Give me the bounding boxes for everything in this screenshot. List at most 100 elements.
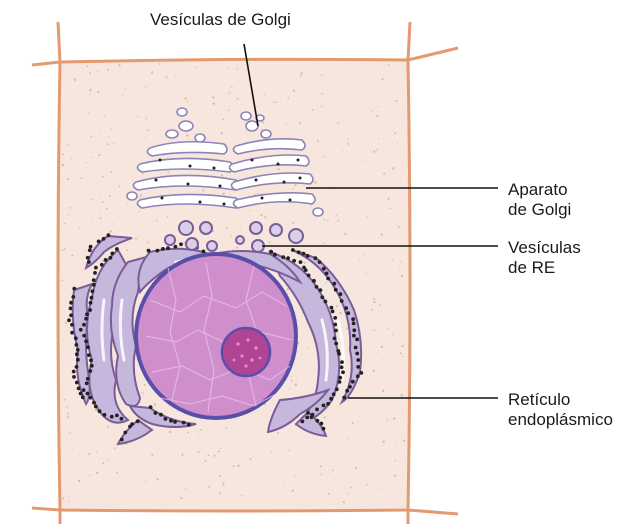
cytoplasm-speckle [69, 432, 70, 433]
cytoplasm-speckle [74, 347, 75, 348]
cytoplasm-speckle [110, 171, 112, 173]
cytoplasm-speckle [67, 144, 68, 145]
cytoplasm-speckle [337, 123, 338, 124]
cytoplasm-speckle [222, 484, 223, 485]
cytoplasm-speckle [67, 412, 69, 414]
cytoplasm-speckle [89, 72, 91, 74]
cytoplasm-speckle [138, 468, 139, 469]
ribosome-dot [351, 380, 355, 384]
cytoplasm-speckle [287, 288, 289, 290]
label-er-vesicles: Vesículas de RE [508, 238, 581, 278]
cytoplasm-speckle [271, 451, 273, 453]
cytoplasm-speckle [400, 181, 401, 182]
cytoplasm-speckle [398, 226, 400, 228]
ribosome-dot [161, 247, 165, 251]
cytoplasm-speckle [187, 432, 189, 434]
cytoplasm-speckle [287, 293, 288, 294]
ribosome-dot [304, 268, 308, 272]
cytoplasm-speckle [324, 219, 325, 220]
ribosome-dot [69, 313, 73, 317]
ribosome-dot [93, 271, 97, 275]
cytoplasm-speckle [143, 393, 144, 394]
cytoplasm-speckle [370, 181, 371, 182]
cytoplasm-speckle [104, 116, 105, 117]
cytoplasm-speckle [221, 132, 223, 134]
cytoplasm-speckle [300, 75, 302, 77]
ribosome-dot [299, 260, 303, 264]
ribosome-dot [337, 352, 341, 356]
ribosome-dot [356, 358, 360, 362]
cytoplasm-speckle [99, 134, 100, 135]
cytoplasm-speckle [381, 78, 383, 80]
ribosome-dot [92, 401, 96, 405]
cytoplasm-speckle [383, 173, 385, 175]
cytoplasm-speckle [70, 207, 72, 209]
ribosome-dot [86, 256, 90, 260]
cytoplasm-speckle [258, 469, 259, 470]
cytoplasm-speckle [222, 118, 224, 120]
ribosome-dot [307, 274, 311, 278]
cytoplasm-speckle [212, 96, 214, 98]
ribosome-dot [74, 336, 78, 340]
ribosome-dot [115, 414, 119, 418]
ribosome-dot [136, 419, 140, 423]
ribosome-dot [305, 416, 309, 420]
ribosome-dot [340, 365, 344, 369]
ribosome-dot [76, 348, 80, 352]
ribosome-dot [326, 277, 330, 281]
ribosome-dot [147, 249, 151, 253]
ribosome-dot [89, 396, 93, 400]
cytoplasm-speckle [296, 377, 297, 378]
cytoplasm-speckle [339, 312, 341, 314]
ribosome-dot [98, 409, 102, 413]
cytoplasm-speckle [387, 420, 389, 422]
cytoplasm-speckle [405, 70, 406, 71]
cytoplasm-speckle [347, 138, 348, 139]
cytoplasm-speckle [145, 86, 147, 88]
ribosome-dot [72, 370, 76, 374]
cytoplasm-speckle [125, 89, 126, 90]
ribosome-dot [314, 256, 318, 260]
cytoplasm-speckle [100, 217, 102, 219]
cytoplasm-speckle [294, 476, 295, 477]
ribosome-dot [70, 331, 74, 335]
cytoplasm-speckle [101, 260, 102, 261]
cytoplasm-speckle [228, 93, 229, 94]
cytoplasm-speckle [308, 347, 309, 348]
ribosome-dot [85, 312, 89, 316]
cytoplasm-speckle [295, 384, 297, 386]
cytoplasm-speckle [379, 305, 381, 307]
cytoplasm-speckle [147, 129, 149, 131]
cytoplasm-speckle [92, 220, 93, 221]
cytoplasm-speckle [68, 501, 69, 502]
cytoplasm-speckle [322, 93, 324, 95]
ribosome-dot [179, 242, 183, 246]
ribosome-dot [86, 377, 90, 381]
cytoplasm-speckle [219, 492, 221, 494]
cytoplasm-speckle [314, 181, 316, 183]
ribosome-dot [320, 422, 324, 426]
ribosome-dot [182, 421, 186, 425]
cytoplasm-speckle [135, 238, 137, 240]
cytoplasm-speckle [230, 194, 231, 195]
label-er-vesicles-line2: de RE [508, 258, 581, 278]
cytoplasm-speckle [198, 437, 199, 438]
cytoplasm-speckle [200, 429, 202, 431]
cytoplasm-speckle [357, 422, 358, 423]
ribosome-dot [301, 420, 305, 424]
cytoplasm-speckle [241, 495, 242, 496]
cytoplasm-speckle [352, 422, 354, 424]
ribosome-dot [88, 369, 92, 373]
cytoplasm-speckle [212, 231, 214, 233]
ribosome-dot [187, 423, 191, 427]
cytoplasm-speckle [336, 305, 338, 307]
ribosome-dot [348, 385, 352, 389]
ribosome-dot [355, 352, 359, 356]
cytoplasm-speckle [332, 504, 333, 505]
cytoplasm-speckle [347, 438, 348, 439]
cytoplasm-speckle [373, 150, 375, 152]
ribosome-dot [322, 404, 326, 408]
ribosome-dot [326, 402, 330, 406]
cytoplasm-speckle [67, 416, 69, 418]
ribosome-dot [174, 245, 178, 249]
